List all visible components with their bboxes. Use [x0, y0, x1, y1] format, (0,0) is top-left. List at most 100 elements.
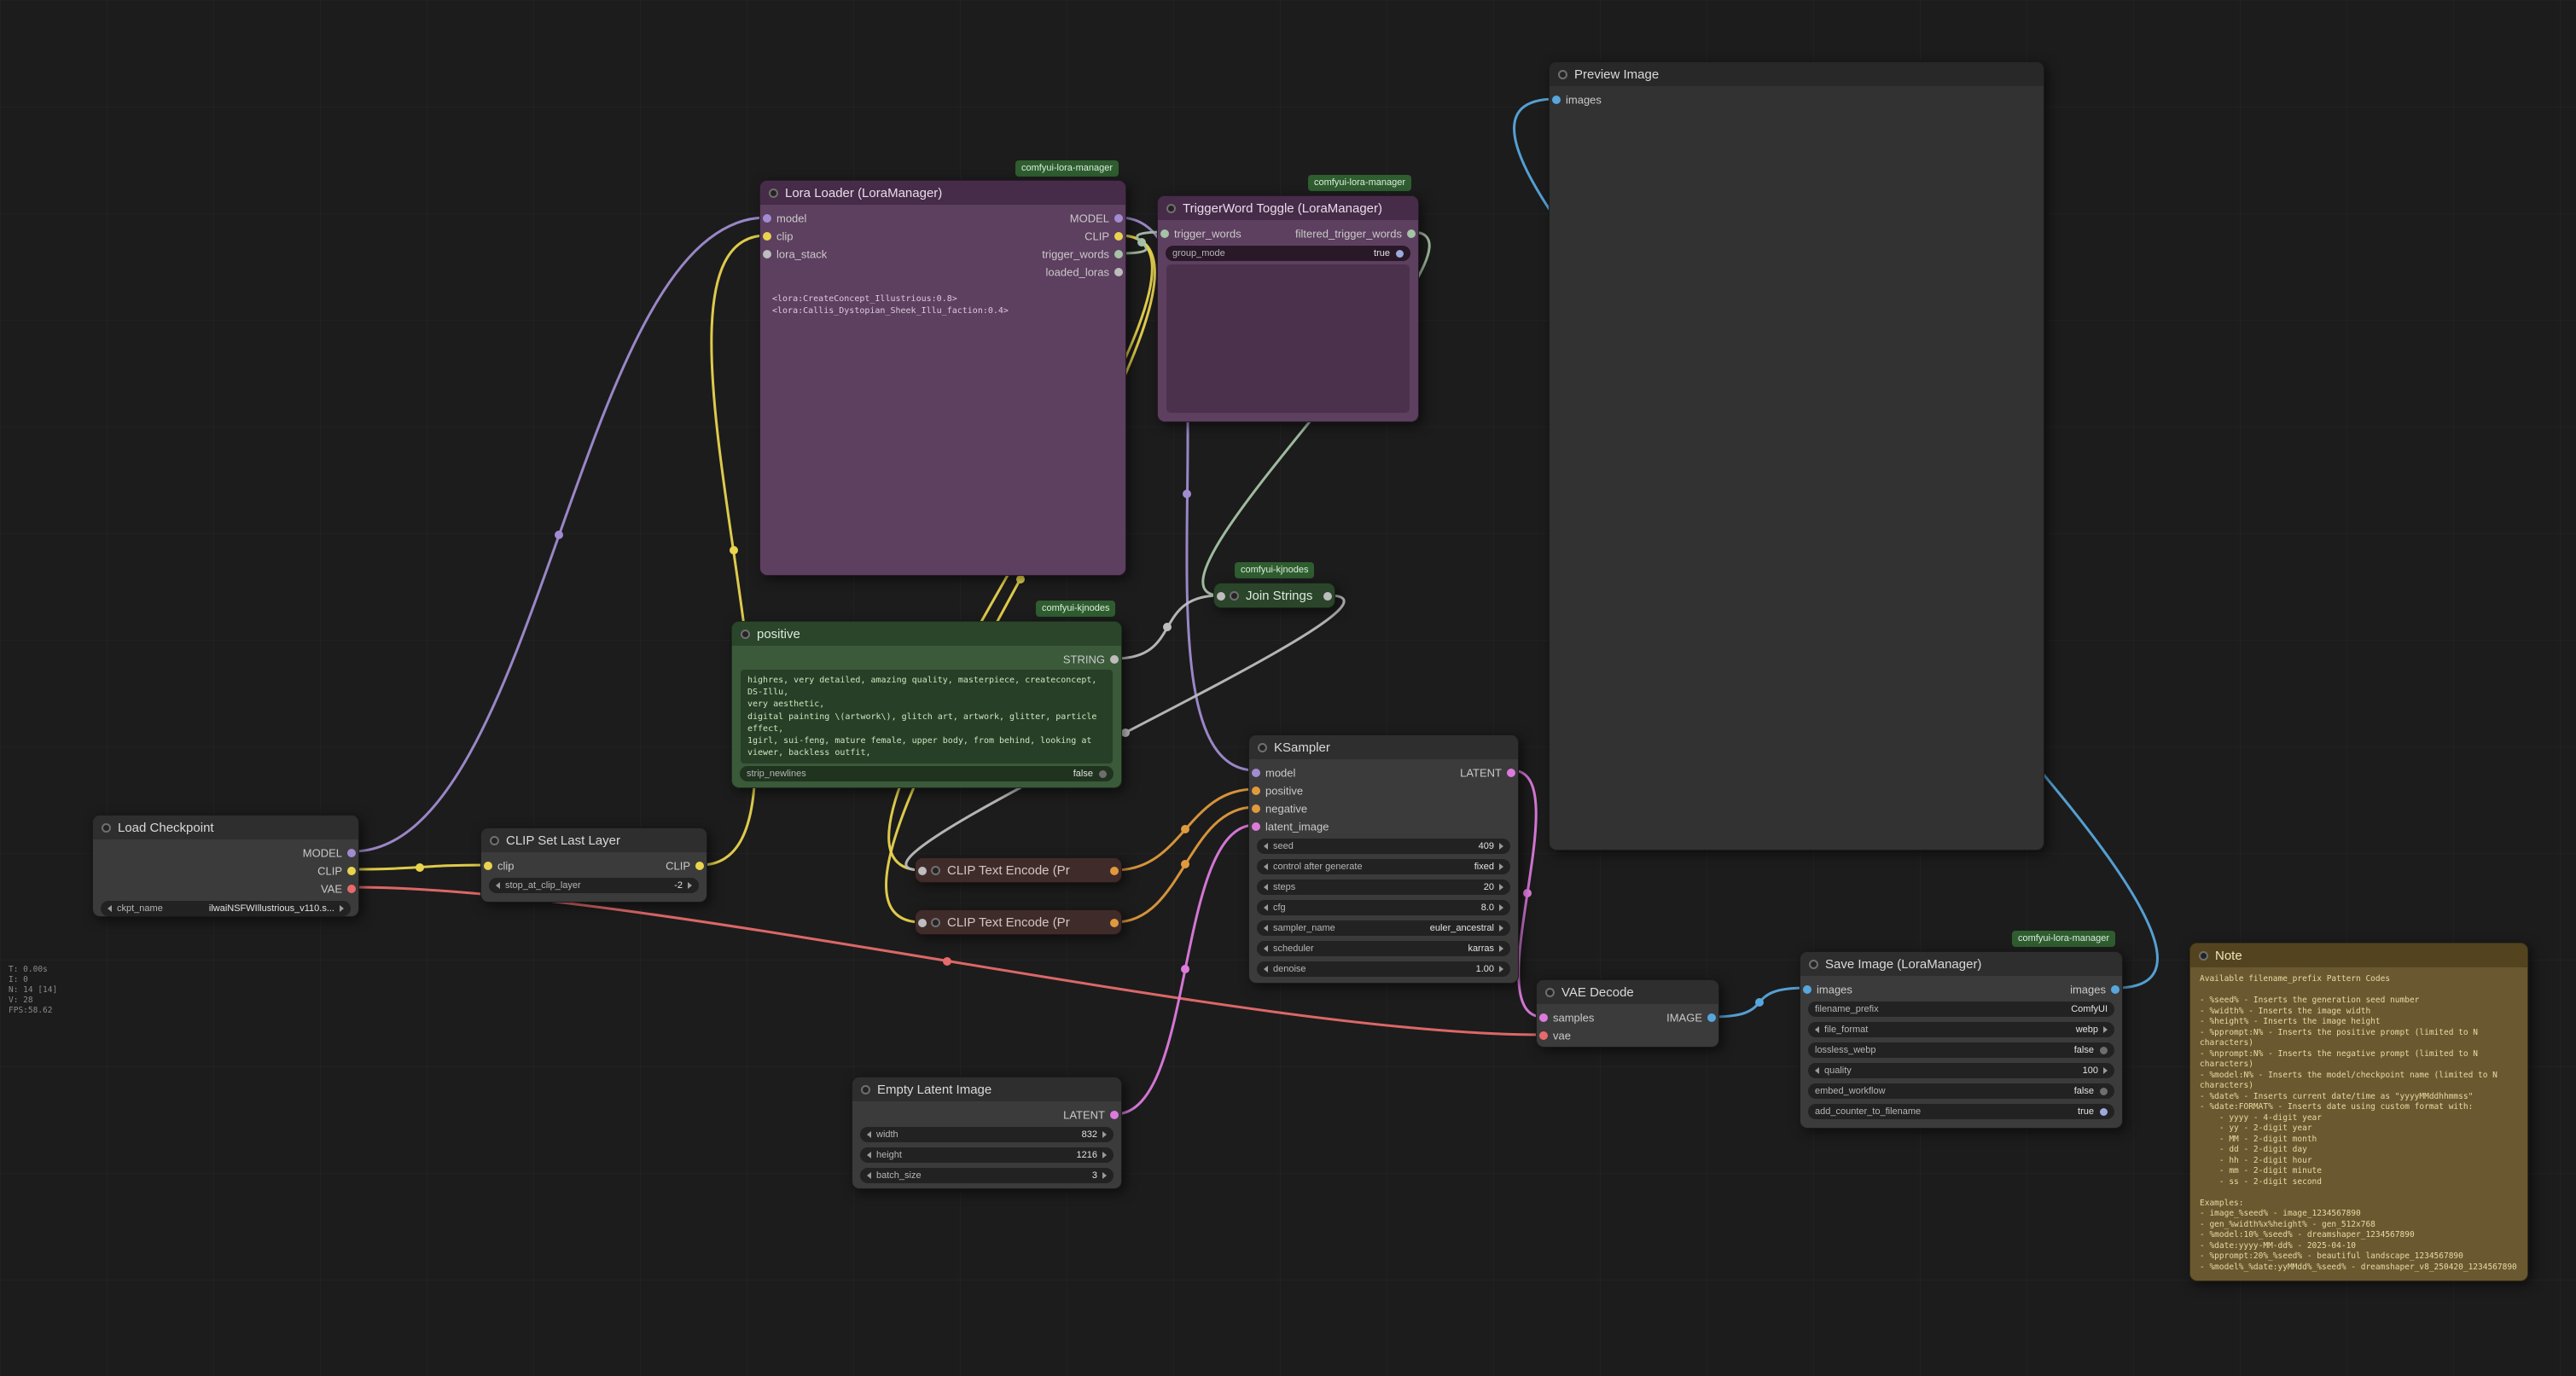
widget-width[interactable]: width 832 [860, 1127, 1114, 1142]
decrement-arrow-icon[interactable] [867, 1152, 871, 1158]
output-slot-clip[interactable] [695, 861, 704, 870]
decrement-arrow-icon[interactable] [1264, 843, 1268, 850]
collapse-dot-icon[interactable] [1809, 959, 1818, 969]
output-slot-latent[interactable] [1507, 768, 1515, 777]
decrement-arrow-icon[interactable] [867, 1131, 871, 1138]
increment-arrow-icon[interactable] [1499, 966, 1503, 972]
node-clip-text-encode-negative[interactable]: CLIP Text Encode (Pr [915, 909, 1122, 935]
output-slot-loaded-loras[interactable] [1114, 267, 1123, 276]
decrement-arrow-icon[interactable] [867, 1172, 871, 1179]
input-slot-model[interactable] [763, 213, 771, 223]
input-slot-model[interactable] [1252, 768, 1260, 777]
input-slot-images[interactable] [1803, 984, 1811, 994]
widget-add-counter-to-filename[interactable]: add_counter_to_filename true [1808, 1104, 2114, 1119]
node-title-bar[interactable]: VAE Decode [1537, 980, 1718, 1004]
prompt-textarea[interactable]: highres, very detailed, amazing quality,… [741, 670, 1113, 763]
increment-arrow-icon[interactable] [688, 882, 692, 889]
increment-arrow-icon[interactable] [1499, 843, 1503, 850]
decrement-arrow-icon[interactable] [1815, 1067, 1819, 1074]
node-note[interactable]: Note Available filename_prefix Pattern C… [2189, 943, 2528, 1281]
note-text[interactable]: Available filename_prefix Pattern Codes … [2200, 974, 2517, 1272]
widget-lossless-webp[interactable]: lossless_webp false [1808, 1042, 2114, 1058]
output-slot-filtered-trigger-words[interactable] [1407, 229, 1416, 238]
collapse-dot-icon[interactable] [102, 822, 111, 833]
output-slot-model[interactable] [347, 848, 356, 857]
widget-control-after-generate[interactable]: control after generate fixed [1257, 859, 1510, 874]
output-slot-vae[interactable] [347, 884, 356, 893]
decrement-arrow-icon[interactable] [1815, 1026, 1819, 1033]
increment-arrow-icon[interactable] [1499, 925, 1503, 932]
output-slot-model[interactable] [1114, 213, 1123, 223]
widget-file-format[interactable]: file_format webp [1808, 1022, 2114, 1037]
input-slot[interactable] [1217, 592, 1225, 601]
input-slot-images[interactable] [1552, 95, 1561, 104]
input-slot-lora-stack[interactable] [763, 249, 771, 258]
input-slot[interactable] [918, 867, 927, 875]
node-clip-text-encode-positive[interactable]: CLIP Text Encode (Pr [915, 857, 1122, 883]
toggle-dot-icon[interactable] [1099, 769, 1107, 778]
input-slot-vae[interactable] [1539, 1031, 1548, 1040]
input-slot-trigger-words[interactable] [1160, 229, 1169, 238]
decrement-arrow-icon[interactable] [496, 882, 500, 889]
increment-arrow-icon[interactable] [2103, 1026, 2108, 1033]
output-slot-clip[interactable] [1114, 231, 1123, 241]
node-title-bar[interactable]: CLIP Text Encode (Pr [916, 858, 1121, 882]
widget-filename-prefix[interactable]: filename_prefix ComfyUI [1808, 1002, 2114, 1017]
collapse-dot-icon[interactable] [931, 917, 940, 927]
collapse-dot-icon[interactable] [741, 629, 750, 639]
node-lora-loader[interactable]: Lora Loader (LoraManager) model MODEL cl… [759, 180, 1126, 576]
widget-height[interactable]: height 1216 [860, 1147, 1114, 1163]
output-slot[interactable] [1110, 919, 1119, 927]
widget-group-mode[interactable]: group_mode true [1166, 246, 1410, 261]
collapse-dot-icon[interactable] [2199, 950, 2208, 961]
collapse-dot-icon[interactable] [1545, 987, 1555, 997]
input-slot-negative[interactable] [1252, 804, 1260, 813]
input-slot-samples[interactable] [1539, 1013, 1548, 1022]
toggle-dot-icon[interactable] [2100, 1107, 2108, 1116]
widget-stop-at-clip-layer[interactable]: stop_at_clip_layer -2 [489, 878, 699, 893]
widget-seed[interactable]: seed 409 [1257, 839, 1510, 854]
collapse-dot-icon[interactable] [861, 1084, 870, 1094]
widget-cfg[interactable]: cfg 8.0 [1257, 900, 1510, 915]
widget-sampler-name[interactable]: sampler_name euler_ancestral [1257, 920, 1510, 936]
collapse-dot-icon[interactable] [931, 865, 940, 875]
input-slot-latent-image[interactable] [1252, 822, 1260, 831]
output-slot-string[interactable] [1110, 654, 1119, 664]
input-slot[interactable] [918, 919, 927, 927]
increment-arrow-icon[interactable] [1499, 904, 1503, 911]
decrement-arrow-icon[interactable] [1264, 904, 1268, 911]
node-title-bar[interactable]: Save Image (LoraManager) [1800, 952, 2122, 976]
toggle-dot-icon[interactable] [2100, 1046, 2108, 1054]
node-join-strings[interactable]: Join Strings [1213, 583, 1335, 608]
increment-arrow-icon[interactable] [1102, 1152, 1107, 1158]
node-title-bar[interactable]: CLIP Text Encode (Pr [916, 910, 1121, 934]
decrement-arrow-icon[interactable] [1264, 925, 1268, 932]
output-slot[interactable] [1323, 592, 1332, 601]
collapse-dot-icon[interactable] [1230, 590, 1239, 601]
lora-syntax-text[interactable]: <lora:CreateConcept_Illustrious:0.8> <lo… [772, 294, 1009, 316]
input-slot-clip[interactable] [763, 231, 771, 241]
node-preview-image[interactable]: Preview Image images [1549, 61, 2044, 851]
increment-arrow-icon[interactable] [1102, 1172, 1107, 1179]
decrement-arrow-icon[interactable] [108, 905, 112, 912]
increment-arrow-icon[interactable] [1102, 1131, 1107, 1138]
trigger-words-panel[interactable] [1166, 264, 1410, 413]
node-ksampler[interactable]: KSampler model LATENT positive negative … [1248, 734, 1519, 984]
collapse-dot-icon[interactable] [490, 835, 499, 845]
node-empty-latent-image[interactable]: Empty Latent Image LATENT width 832 heig… [852, 1077, 1122, 1189]
output-slot[interactable] [1110, 867, 1119, 875]
widget-strip-newlines[interactable]: strip_newlines false [740, 766, 1114, 781]
decrement-arrow-icon[interactable] [1264, 863, 1268, 870]
decrement-arrow-icon[interactable] [1264, 966, 1268, 972]
widget-quality[interactable]: quality 100 [1808, 1063, 2114, 1078]
output-slot-clip[interactable] [347, 866, 356, 875]
decrement-arrow-icon[interactable] [1264, 945, 1268, 952]
widget-steps[interactable]: steps 20 [1257, 880, 1510, 895]
widget-ckpt-name[interactable]: ckpt_name ilwaiNSFWIllustrious_v110.s... [101, 901, 351, 916]
increment-arrow-icon[interactable] [1499, 945, 1503, 952]
input-slot-clip[interactable] [484, 861, 492, 870]
node-title-bar[interactable]: Preview Image [1550, 62, 2044, 86]
collapse-dot-icon[interactable] [769, 188, 778, 198]
widget-denoise[interactable]: denoise 1.00 [1257, 961, 1510, 977]
node-clip-set-last-layer[interactable]: CLIP Set Last Layer clip CLIP stop_at_cl… [480, 827, 707, 903]
